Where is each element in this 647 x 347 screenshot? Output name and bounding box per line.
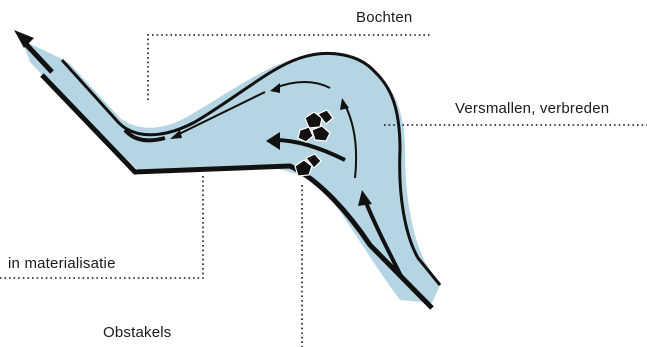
label-narrow-widen: Versmallen, verbreden [455, 100, 609, 117]
label-obstacles: Obstakels [103, 324, 172, 341]
label-bends: Bochten [356, 9, 412, 26]
label-materialisation: in materialisatie [8, 255, 116, 272]
